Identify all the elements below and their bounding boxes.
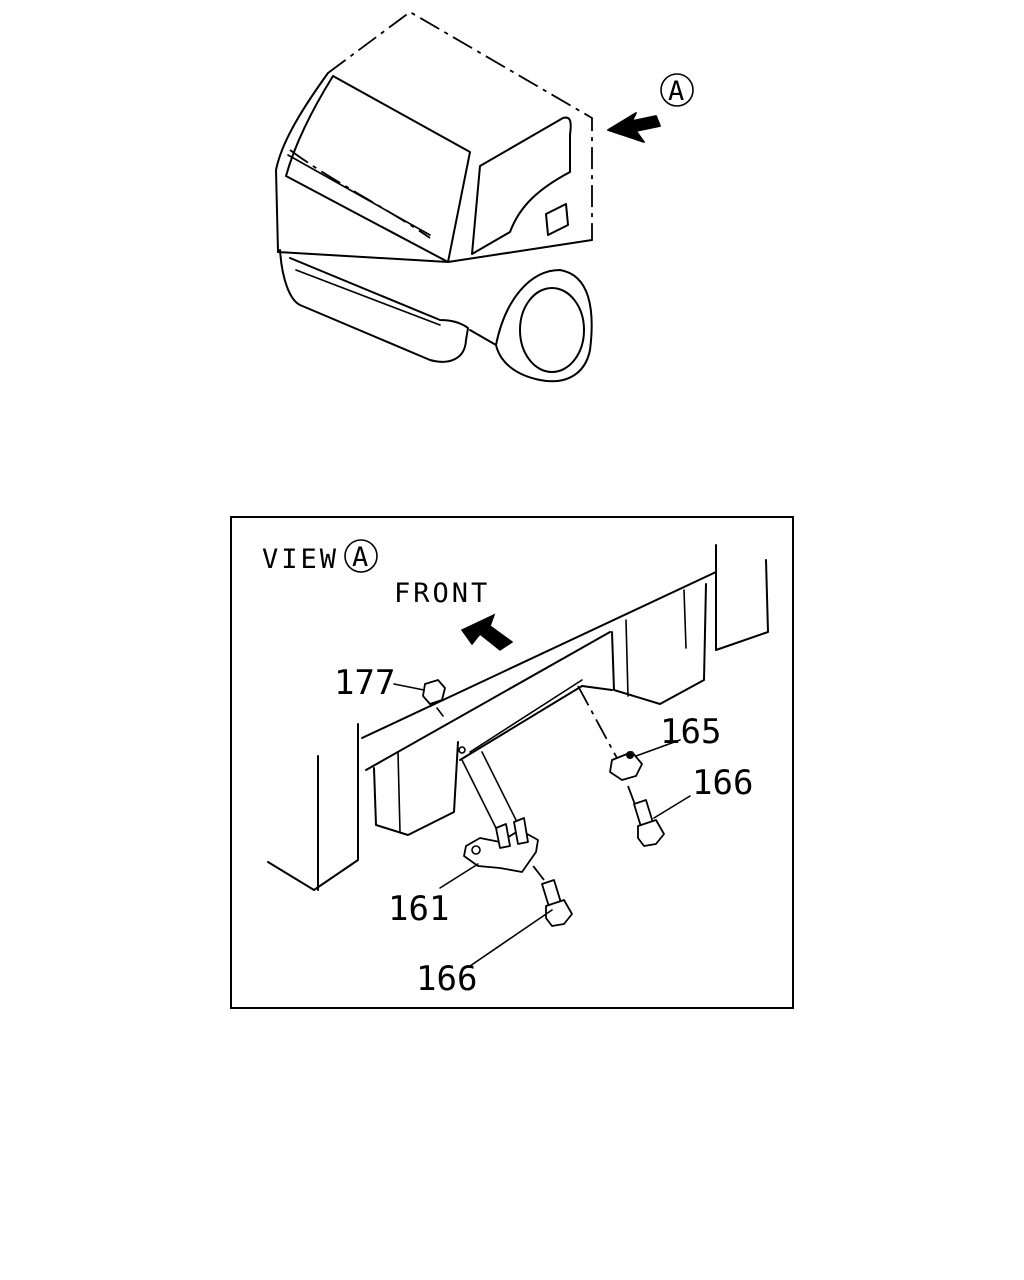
left-cross-member	[267, 723, 359, 891]
bracket-stud-left	[495, 823, 511, 849]
rail-flange-inner	[469, 679, 583, 753]
callout-166-right: 166	[692, 763, 753, 803]
rail-web-line	[365, 631, 611, 771]
bolt-166-bottom[interactable]	[541, 879, 573, 927]
cab-beltline	[277, 239, 593, 263]
front-label: FRONT	[394, 578, 490, 609]
side-window	[471, 116, 572, 255]
callout-165: 165	[660, 712, 721, 752]
bolt-166-right[interactable]	[633, 799, 665, 847]
wheel-arch	[495, 269, 593, 383]
view-direction-arrow	[607, 112, 661, 143]
view-frame	[230, 516, 794, 1009]
callout-177: 177	[334, 663, 395, 703]
callout-161: 161	[388, 889, 449, 929]
right-cross-member	[715, 544, 769, 651]
view-title-marker-circle	[344, 539, 378, 573]
door-handle	[545, 203, 569, 236]
bracket-161[interactable]	[463, 817, 539, 873]
bracket-hole	[471, 845, 481, 855]
bolt-bottom-head[interactable]	[545, 899, 573, 927]
right-member-edge	[683, 589, 687, 649]
truck-cab-illustration: A	[275, 10, 694, 383]
right-gusset	[611, 583, 707, 705]
cab-roof-outline	[327, 10, 593, 240]
view-title-marker-letter: A	[352, 542, 371, 573]
windshield	[285, 75, 471, 263]
mount-hole	[458, 746, 466, 754]
right-gusset-fold	[625, 619, 629, 697]
cab-front-edge	[275, 72, 329, 253]
bracket-stud-right	[513, 817, 529, 845]
clip-165[interactable]	[609, 751, 643, 781]
nut-stub-line	[436, 707, 444, 717]
view-title: VIEW	[262, 544, 339, 575]
bolt-right-head[interactable]	[637, 819, 665, 847]
nut-177[interactable]	[422, 679, 446, 717]
nut-hex[interactable]	[422, 679, 446, 705]
clip-tab	[626, 751, 634, 759]
view-marker-letter: A	[668, 76, 687, 107]
leader-165	[635, 739, 681, 757]
leader-177	[393, 683, 425, 691]
leader-166-bottom	[469, 909, 553, 967]
view-marker-circle	[660, 73, 694, 107]
rail-top-edge	[361, 571, 717, 739]
leader-166-right	[653, 795, 691, 819]
front-bumper	[279, 249, 469, 363]
bracket-leader-rails	[461, 751, 521, 837]
callout-leaders	[393, 683, 691, 967]
callout-166-bottom: 166	[416, 959, 477, 999]
windshield-wiper-line	[289, 149, 431, 239]
chassis-frame	[267, 544, 769, 891]
front-wheel	[519, 287, 585, 373]
left-gusset	[373, 741, 459, 836]
fender-line	[469, 329, 497, 346]
left-gusset-fold	[397, 751, 401, 833]
clip-alignment-line	[577, 685, 619, 761]
leader-161	[439, 863, 479, 889]
front-direction-arrow	[460, 613, 514, 651]
bumper-line	[295, 269, 441, 326]
rail-bottom-flange	[459, 685, 613, 761]
